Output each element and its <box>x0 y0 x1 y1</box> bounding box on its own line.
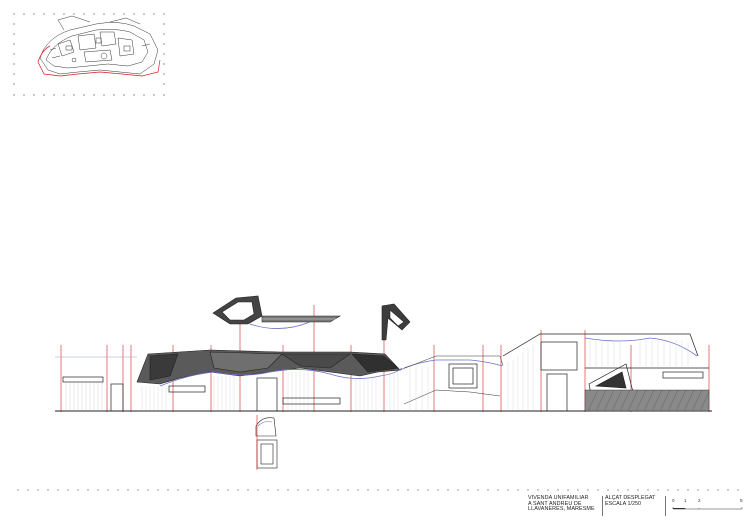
scale-tick-label: 1 <box>684 498 687 503</box>
base-hatch <box>584 389 710 412</box>
unfolded-roof-piece-left <box>212 295 342 329</box>
site-plan-dot-frame <box>13 13 165 96</box>
central-openings <box>168 363 478 412</box>
unfolded-door-piece <box>255 417 278 469</box>
site-plan-drawing <box>39 15 159 75</box>
project-description: VIVENDA UNIFAMILIAR A SANT ANDREU DE LLA… <box>528 495 602 513</box>
title-divider <box>602 496 603 516</box>
scale-tick-label: 5 <box>740 498 743 503</box>
project-line: VIVENDA UNIFAMILIAR <box>528 495 589 501</box>
folded-roof <box>136 349 401 385</box>
drawing-title: ALÇAT DESPLEGAT <box>605 495 656 501</box>
scale-tick-label: 0 <box>672 498 675 503</box>
right-roof-soffit <box>584 337 698 357</box>
sloped-transition <box>399 355 504 405</box>
title-divider <box>665 496 666 516</box>
project-line: LLAVANERES, MARESME <box>528 506 595 513</box>
scale-tick-label: 2 <box>698 498 701 503</box>
project-line: A SANT ANDREU DE <box>528 500 582 507</box>
right-volume <box>502 333 709 412</box>
scale-bar-graphic <box>672 507 743 510</box>
drawing-description: ALÇAT DESPLEGAT ESCALA 1/250 <box>605 495 665 507</box>
bottom-dot-border <box>17 489 739 491</box>
right-volume-siding <box>507 340 689 410</box>
site-plan-boundary <box>37 45 161 77</box>
unfolded-roof-piece-right <box>381 303 411 341</box>
drawing-scale: ESCALA 1/250 <box>605 500 641 507</box>
left-volume-siding <box>65 383 103 410</box>
left-volume <box>55 356 137 412</box>
title-block: VIVENDA UNIFAMILIAR A SANT ANDREU DE LLA… <box>528 495 746 518</box>
graphic-scale-bar: 0 1 2 5 <box>670 498 746 512</box>
